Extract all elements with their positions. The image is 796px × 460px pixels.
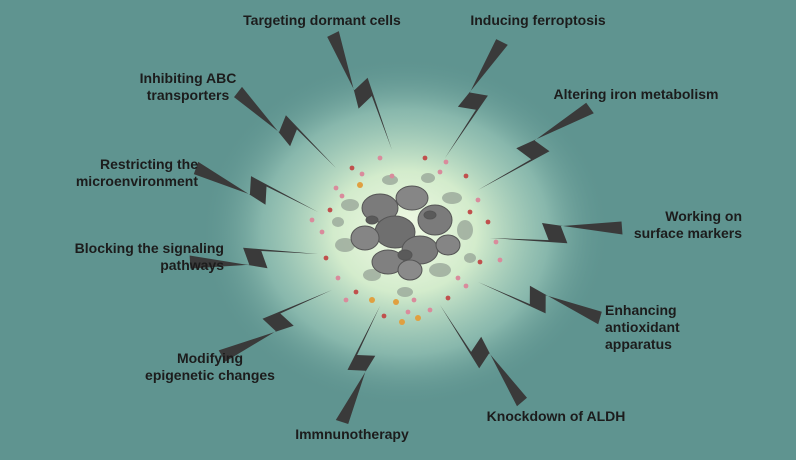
lightning-bolt-ferroptosis (445, 39, 508, 158)
label-restricting-microenvironment: Restricting the microenvironment (75, 156, 198, 189)
particle (437, 169, 443, 175)
cancer-stem-cell-cluster (350, 185, 461, 281)
label-inducing-ferroptosis: Inducing ferroptosis (470, 12, 606, 28)
label-immunotherapy: Immnunotherapy (295, 426, 409, 442)
particle (455, 275, 461, 281)
particle (399, 319, 405, 325)
particle (485, 219, 491, 225)
lightning-bolt-immuno (335, 306, 380, 424)
particle (335, 275, 341, 281)
lightning-bolt-dormant (327, 31, 392, 151)
particle (477, 259, 483, 265)
particle (359, 171, 365, 177)
label-modifying-epigenetic-changes: Modifying epigenetic changes (145, 350, 275, 383)
particle (357, 182, 363, 188)
label-knockdown-of-aldh: Knockdown of ALDH (486, 408, 626, 424)
particle (323, 255, 329, 261)
particle (393, 299, 399, 305)
lightning-bolt-signaling (189, 247, 318, 269)
particle (463, 283, 469, 289)
particle (475, 197, 481, 203)
lightning-bolts (189, 31, 623, 424)
particle (339, 193, 345, 199)
cell-debris (332, 173, 476, 297)
particle (353, 289, 359, 295)
particle (309, 217, 315, 223)
particle (443, 159, 449, 165)
lightning-bolt-antioxidant (478, 282, 602, 325)
particle (349, 165, 355, 171)
label-inhibiting-abc-transporters: Inhibiting ABC transporters (139, 70, 237, 103)
particle (493, 239, 499, 245)
particle (343, 297, 349, 303)
particle (369, 297, 375, 303)
label-blocking-signaling-pathways: Blocking the signaling pathways (74, 240, 224, 273)
particle (405, 309, 411, 315)
particle (411, 297, 417, 303)
particle (381, 313, 387, 319)
lightning-bolt-epigenetic (218, 290, 332, 362)
particle (377, 155, 383, 161)
particle (333, 185, 339, 191)
lightning-bolt-microenv (193, 161, 318, 212)
particle (463, 173, 469, 179)
lightning-bolt-surface (490, 221, 623, 244)
particle (415, 315, 421, 321)
particle (427, 307, 433, 313)
particle (327, 207, 333, 213)
particle (422, 155, 428, 161)
lightning-bolt-abc (234, 86, 336, 168)
lightning-bolt-aldh (440, 305, 527, 407)
particle (467, 209, 473, 215)
particle (389, 173, 395, 179)
label-targeting-dormant-cells: Targeting dormant cells (243, 12, 401, 28)
lightning-bolt-iron (478, 102, 594, 190)
particle (319, 229, 325, 235)
particle (497, 257, 503, 263)
label-working-on-surface-markers: Working on surface markers (633, 208, 742, 241)
label-altering-iron-metabolism: Altering iron metabolism (553, 86, 719, 102)
particle (445, 295, 451, 301)
particles (309, 155, 503, 325)
label-enhancing-antioxidant-apparatus: Enhancing antioxidant apparatus (605, 302, 680, 352)
